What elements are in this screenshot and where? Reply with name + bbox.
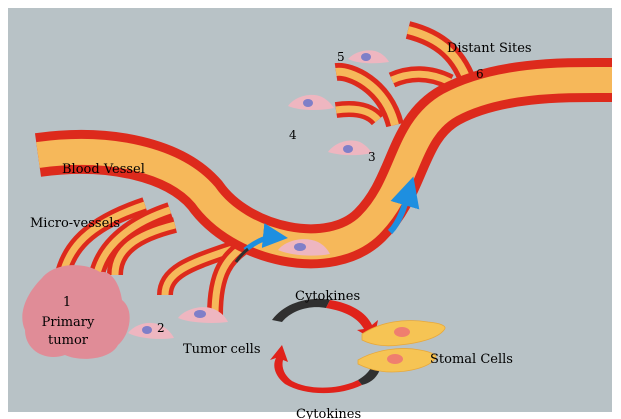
distant-sites-label: Distant Sites xyxy=(447,42,532,55)
cytokines-top-label: Cytokines xyxy=(295,290,360,303)
step-2-label: 2 xyxy=(157,322,165,334)
step-3-label: 3 xyxy=(368,151,376,163)
cytokines-bottom-label: Cytokines xyxy=(296,408,361,419)
step-4-label: 4 xyxy=(289,129,297,141)
micro-vessels-label: Micro-vessels xyxy=(30,217,120,230)
stromal-nucleus-1 xyxy=(394,327,410,337)
tumor-label: tumor xyxy=(30,334,106,347)
branch-site-6b xyxy=(392,74,450,82)
blood-vessel-label: Blood Vessel xyxy=(62,163,145,176)
stromal-cells-label: Stomal Cells xyxy=(430,353,513,366)
step-5-label: 5 xyxy=(337,51,345,63)
step-6-label: 6 xyxy=(476,68,484,80)
tumor-cells-label: Tumor cells xyxy=(183,343,261,356)
stromal-nucleus-2 xyxy=(387,354,403,364)
primary-label: Primary xyxy=(30,316,106,329)
tumor-number-label: 1 xyxy=(50,296,84,309)
